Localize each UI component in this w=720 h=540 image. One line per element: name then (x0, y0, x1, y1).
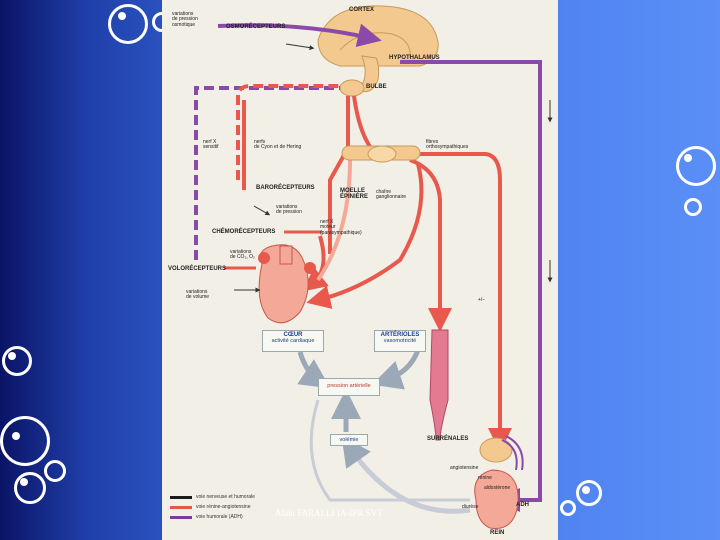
arterioles-title: ARTÉRIOLES (380, 332, 420, 338)
arteriole-vessel (429, 329, 449, 441)
efferent-path-1 (328, 96, 350, 254)
legend-item: voie humorale (ADH) (170, 514, 243, 520)
thin-arrow (285, 43, 315, 51)
label-fibres-ortho: fibres orthosympathiques (426, 139, 469, 151)
to-heart-1 (306, 163, 424, 309)
bubble-decoration (14, 472, 46, 504)
pink-path (316, 149, 353, 282)
brainstem (357, 55, 380, 93)
aorta (279, 245, 293, 265)
label-plus-minus: +/− (478, 297, 486, 303)
kidney-shape (474, 469, 519, 529)
label-nerf-x-moteur: nerf X moteur (parasympathique) (320, 219, 362, 236)
label-aldosterone: aldostérone (484, 485, 511, 491)
osmoreceptor-path (217, 23, 382, 48)
nerf-x-path (194, 86, 340, 260)
label-cortex: CORTEX (349, 7, 375, 13)
heart-node (304, 262, 316, 274)
kidney-to-volemie (341, 435, 471, 514)
label-variations-volume: variations de volume (186, 289, 210, 301)
feedback-arterioles (371, 349, 421, 390)
label-volorecepteurs: VOLORÉCEPTEURS (168, 266, 227, 272)
bubble-highlight (684, 154, 692, 162)
label-chaine: chaîne ganglionnaire (376, 189, 407, 201)
legend-swatch (170, 515, 192, 519)
bubble-decoration (2, 346, 32, 376)
brain-inner (339, 32, 411, 59)
label-diurese: diurèse (462, 504, 479, 510)
pression-label: pression artérielle (327, 383, 371, 389)
to-heart-2 (302, 235, 329, 292)
label-osmorecepteurs: OSMORÉCEPTEURS (226, 24, 286, 30)
bubble-decoration (0, 416, 50, 466)
bubble-highlight (20, 478, 28, 486)
bulbe-shape (339, 79, 365, 97)
label-renine: rénine (478, 475, 492, 481)
adh-path (400, 60, 542, 512)
label-surrenales: SURRÉNALES (427, 436, 469, 442)
aorta-node (258, 252, 270, 264)
pressure-to-kidney (309, 399, 470, 502)
legend-label: voie nerveuse et humorale (196, 494, 255, 500)
label-nerf-x-sensitif: nerf X sensitif (203, 139, 219, 151)
label-rein: REIN (490, 530, 505, 536)
volemie-label: volémie (339, 437, 359, 443)
label-variations-pression: variations de pression (276, 204, 302, 216)
bubble-decoration (676, 146, 716, 186)
to-arteriole (409, 158, 452, 332)
coeur-title: CŒUR (283, 332, 303, 338)
label-bulbe: BULBE (366, 84, 387, 90)
feedback-coeur (297, 351, 331, 389)
heart-shape (258, 244, 309, 324)
bubble-decoration (684, 198, 702, 216)
kidney-stripes (501, 435, 524, 471)
bubble-highlight (8, 352, 16, 360)
adrenal (479, 437, 513, 463)
bubble-decoration (108, 4, 148, 44)
legend-swatch (170, 505, 192, 509)
cyon-path (236, 84, 340, 180)
bubble-decoration (560, 500, 576, 516)
label-variations-co2: variations de CO₂, O₂ (230, 249, 255, 261)
bubble-highlight (118, 12, 126, 20)
label-adh: ADH (516, 502, 529, 508)
legend-item: voie nerveuse et humorale (170, 494, 255, 500)
footer-credit: Alain FARALLI IA-IPR SVT (275, 508, 383, 518)
coeur-subtitle: activité cardiaque (271, 338, 315, 344)
label-variations-osmotique: variations de pression osmotique (172, 11, 198, 28)
label-hypothalamus: HYPOTHALAMUS (389, 55, 440, 61)
legend-label: voie humorale (ADH) (196, 514, 243, 520)
legend-item: voie rénine-angiotensine (170, 504, 250, 510)
label-chemorecepteurs: CHÉMORÉCEPTEURS (212, 229, 276, 235)
thin-arrow (253, 205, 271, 216)
legend-swatch (170, 495, 192, 499)
pression-box: pression artérielle (318, 378, 380, 396)
label-barorecepteurs: BARORÉCEPTEURS (256, 185, 315, 191)
label-moelle: MOELLE ÉPINIÈRE (340, 188, 369, 201)
arterioles-box: ARTÉRIOLES vasomotricité (374, 330, 426, 352)
ortho-path (404, 152, 512, 452)
bubble-decoration (44, 460, 66, 482)
label-angiotensine: angiotensine (450, 465, 479, 471)
label-nerfs-cyon: nerfs de Cyon et de Hering (254, 139, 302, 151)
bubble-highlight (582, 486, 590, 494)
ganglion (367, 145, 397, 163)
bubble-decoration (576, 480, 602, 506)
bubble-highlight (12, 432, 20, 440)
volemie-box: volémie (330, 434, 368, 446)
arterioles-subtitle: vasomotricité (383, 338, 417, 344)
legend-label: voie rénine-angiotensine (196, 504, 251, 510)
coeur-box: CŒUR activité cardiaque (262, 330, 324, 352)
